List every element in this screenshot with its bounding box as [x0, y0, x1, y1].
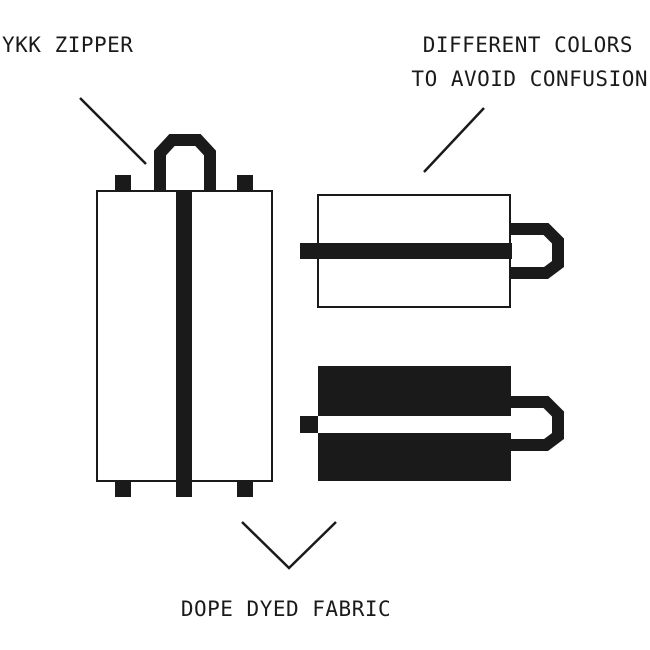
fabric-leader-line: [241, 521, 337, 570]
vertical-zipper-pouch-icon: [96, 134, 273, 497]
different-colors-label-line1: DIFFERENT COLORS: [423, 33, 633, 57]
zipper-leader-line: [79, 97, 147, 165]
light-zipper-track: [300, 243, 512, 259]
dope-dyed-fabric-label: DOPE DYED FABRIC: [181, 597, 391, 621]
zipper-pull-icon: [154, 134, 216, 191]
leader-lines: [79, 97, 485, 570]
white-horizontal-pouch-icon: [300, 194, 564, 308]
different-colors-label-line2: TO AVOID CONFUSION: [411, 67, 648, 91]
dark-zipper-pull-icon: [510, 396, 564, 451]
ykk-zipper-label: YKK ZIPPER: [2, 33, 133, 57]
zipper-track: [176, 191, 192, 497]
pouch-top-left-tab: [115, 175, 131, 191]
dark-zipper-track: [300, 416, 318, 433]
black-horizontal-pouch-icon: [300, 366, 564, 481]
pouch-top-right-tab: [237, 175, 253, 191]
pouch-bottom-right-tab: [237, 481, 253, 497]
dark-zipper-track-inner: [318, 416, 511, 433]
light-zipper-pull-icon: [510, 223, 564, 279]
colors-leader-line: [423, 107, 485, 173]
pouch-bottom-left-tab: [115, 481, 131, 497]
